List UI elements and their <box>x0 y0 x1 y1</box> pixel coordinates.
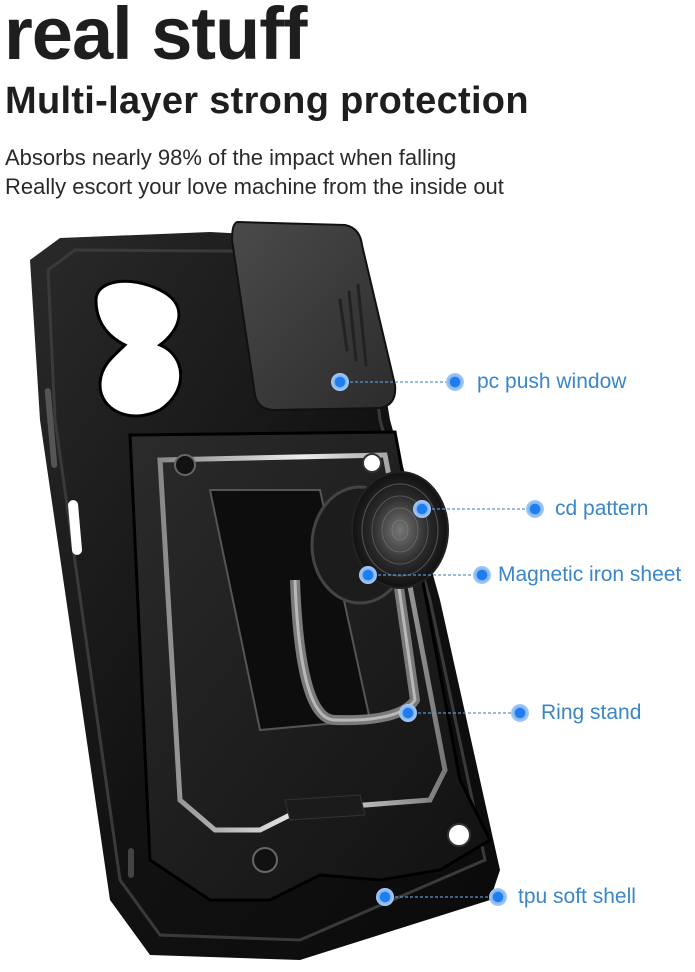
description-line-1: Absorbs nearly 98% of the impact when fa… <box>5 145 457 170</box>
callout-cd-pattern: cd pattern <box>555 497 649 520</box>
callout-connectors <box>340 381 535 898</box>
callout-tpu-soft-shell: tpu soft shell <box>518 885 636 908</box>
callout-dot-icon <box>413 500 431 518</box>
callout-dot-icon <box>526 500 544 518</box>
headline-subtitle: Multi-layer strong protection <box>5 80 529 122</box>
phone-case-illustration <box>30 220 544 960</box>
callout-dot-icon <box>489 888 507 906</box>
callout-dot-icon <box>446 373 464 391</box>
callout-dot-icon <box>359 566 377 584</box>
callout-dots <box>331 373 544 906</box>
callout-dot-icon <box>399 704 417 722</box>
callout-pc-push-window: pc push window <box>477 370 627 393</box>
callout-dot-icon <box>473 566 491 584</box>
callout-magnetic-iron-sheet: Magnetic iron sheet <box>498 563 682 586</box>
callout-dot-icon <box>511 704 529 722</box>
headline-title: real stuff <box>4 0 308 75</box>
callout-dot-icon <box>376 888 394 906</box>
callout-dot-icon <box>331 373 349 391</box>
description-line-2: Really escort your love machine from the… <box>5 174 504 199</box>
camera-cutout <box>94 279 183 418</box>
pc-push-window-slider <box>230 220 397 412</box>
callout-ring-stand: Ring stand <box>541 701 642 724</box>
